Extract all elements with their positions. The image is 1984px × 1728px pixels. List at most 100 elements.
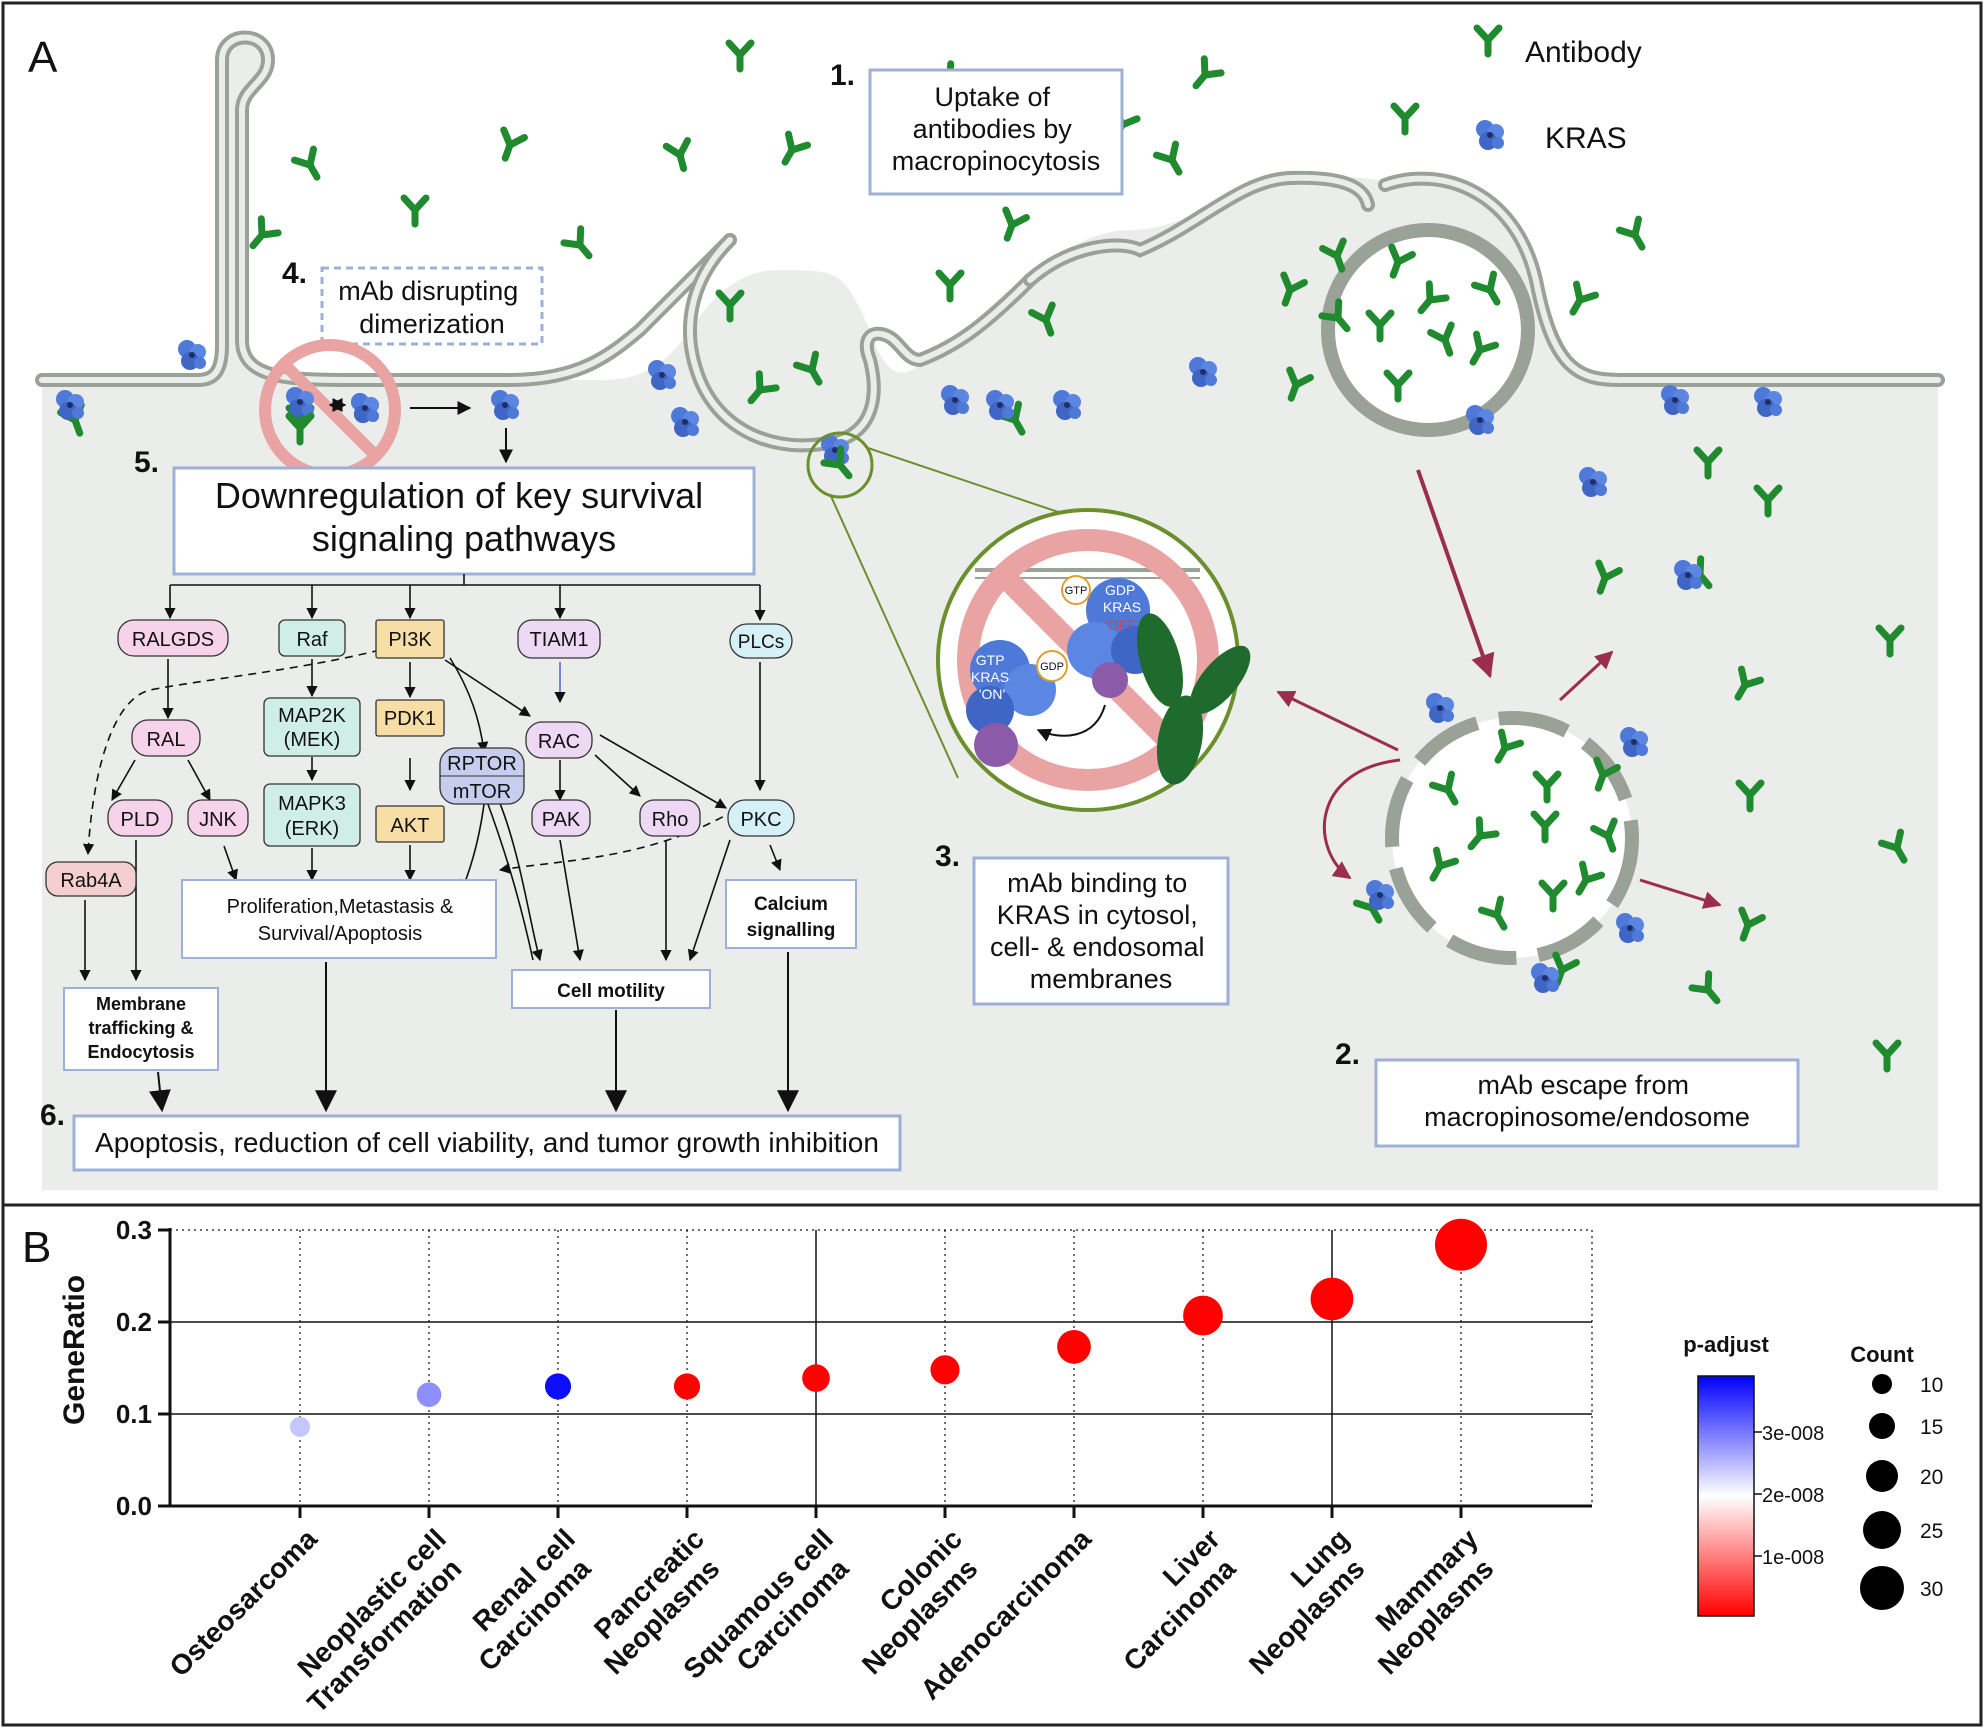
- count-legend-dot: [1869, 1413, 1895, 1439]
- svg-text:GDP KRAS: GDP KRAS: [1103, 582, 1141, 615]
- node-plcs: PLCs: [729, 623, 793, 659]
- svg-text:3e-008: 3e-008: [1762, 1423, 1824, 1445]
- step-5-box: [172, 466, 756, 576]
- count-legend-dot: [1866, 1460, 1898, 1492]
- panel-a-letter: A: [28, 33, 58, 82]
- node-ralgds: RALGDS: [117, 619, 229, 657]
- node-pkc: PKC: [727, 799, 795, 837]
- plasma-membrane-inner: [39, 34, 733, 383]
- svg-text:2e-008: 2e-008: [1762, 1485, 1824, 1507]
- svg-text:GTP KRAS 'ON': GTP KRAS 'ON': [971, 652, 1013, 702]
- step-1-box: [868, 68, 1124, 196]
- p-adjust-colorbar: [1697, 1375, 1755, 1617]
- zoom-line-top: [867, 447, 1089, 523]
- svg-text:GTP: GTP: [1065, 585, 1088, 597]
- y-tick-label: 0.0: [116, 1491, 152, 1521]
- data-point: [1310, 1277, 1354, 1321]
- count-legend-dot: [1872, 1374, 1892, 1394]
- step-2-label: mAb escape from macropinosome/endosome: [1424, 1070, 1750, 1132]
- legend-kras: KRAS: [1476, 120, 1627, 155]
- step-4-box: [320, 266, 544, 346]
- panel-b-letter: B: [22, 1223, 51, 1272]
- y-tick-labels: 0.00.10.20.3: [116, 1215, 152, 1521]
- y-axis-title: GeneRatio: [58, 1275, 91, 1425]
- data-point: [416, 1382, 442, 1407]
- data-point: [673, 1373, 701, 1400]
- node-map2k: MAP2K(MEK): [263, 697, 361, 757]
- step-5-number: 5.: [134, 446, 159, 479]
- escape-arrows: [1276, 469, 1722, 909]
- svg-text:Cell motility: Cell motility: [557, 981, 665, 1002]
- data-point: [1057, 1329, 1091, 1364]
- svg-text:KRAS: KRAS: [1545, 122, 1627, 155]
- svg-text:PLD: PLD: [121, 809, 160, 831]
- panel-b-frame: [1, 1203, 1983, 1727]
- svg-text:AKT: AKT: [391, 815, 430, 837]
- zoom-circle: GDP KRAS 'OFF' GTP KRAS 'ON' GTP GDP: [936, 508, 1251, 812]
- kras-off-state: 'OFF': [1105, 617, 1138, 633]
- antibody-large: [1137, 613, 1251, 785]
- data-point: [930, 1355, 960, 1385]
- svg-text:Raf: Raf: [296, 629, 328, 651]
- count-legend-dot: [1863, 1511, 1901, 1549]
- node-tiam1: TIAM1: [517, 619, 601, 659]
- zoom-line-bottom: [829, 493, 959, 779]
- svg-text:1e-008: 1e-008: [1762, 1547, 1824, 1569]
- svg-text:MAPK3(ERK): MAPK3(ERK): [278, 793, 346, 840]
- node-rho: Rho: [639, 799, 701, 837]
- step-4-number: 4.: [282, 257, 307, 290]
- svg-text:Rab4A: Rab4A: [60, 870, 122, 892]
- step-3-label: mAb binding to KRAS in cytosol, cell- & …: [990, 868, 1212, 994]
- svg-text:Antibody: Antibody: [1525, 36, 1642, 69]
- gdp-badge: [1036, 650, 1068, 682]
- data-point: [802, 1364, 830, 1392]
- svg-text:MAP2K(MEK): MAP2K(MEK): [278, 705, 346, 751]
- step-6-number: 6.: [40, 1099, 65, 1132]
- svg-text:RALGDS: RALGDS: [132, 629, 214, 651]
- data-point: [1183, 1295, 1223, 1336]
- svg-text:PAK: PAK: [542, 809, 581, 831]
- outcome-proliferation: Proliferation,Metastasis &Survival/Apopt…: [181, 879, 497, 959]
- node-rab4a: Rab4A: [45, 861, 137, 897]
- step-1-label: Uptake of antibodies by macropinocytosis: [892, 82, 1101, 176]
- count-legend-label: 15: [1920, 1416, 1943, 1439]
- node-jnk: JNK: [187, 799, 249, 837]
- count-legend-label: 10: [1920, 1374, 1943, 1397]
- node-ral: RAL: [131, 719, 201, 757]
- step-1-number: 1.: [830, 59, 855, 92]
- pathway-nodes: RALGDS Raf PI3K TIAM1 PLCs RAL MAP2K(MEK…: [45, 619, 795, 897]
- node-pld: PLD: [107, 799, 173, 837]
- svg-text:PI3K: PI3K: [388, 629, 432, 651]
- step-2-number: 2.: [1335, 1038, 1360, 1071]
- closing-macropinosome: [1321, 223, 1535, 437]
- step-3-box: [972, 856, 1230, 1006]
- step-6-label: Apoptosis, reduction of cell viability, …: [95, 1127, 879, 1158]
- final-arrows: [148, 952, 799, 1113]
- count-legend-label: 20: [1920, 1466, 1943, 1489]
- step-2-box: [1374, 1058, 1800, 1148]
- plot-axes: [158, 1228, 1592, 1518]
- outcome-motility: Cell motility: [511, 969, 711, 1009]
- svg-text:Rho: Rho: [652, 809, 689, 831]
- data-point: [544, 1373, 572, 1400]
- count-title: Count: [1850, 1342, 1914, 1367]
- svg-text:TIAM1: TIAM1: [530, 629, 589, 651]
- p-adjust-title: p-adjust: [1683, 1332, 1769, 1357]
- count-legend-label: 25: [1920, 1520, 1943, 1543]
- node-raf: Raf: [278, 619, 346, 657]
- y-tick-label: 0.2: [116, 1307, 152, 1337]
- data-points: [290, 1218, 1487, 1437]
- data-point: [1435, 1218, 1487, 1271]
- node-mapk3: MAPK3(ERK): [263, 783, 361, 847]
- svg-text:PDK1: PDK1: [384, 708, 436, 730]
- leaky-endosome: [1385, 711, 1639, 965]
- step-4-label: mAb disrupting dimerization: [338, 276, 526, 339]
- node-pak: PAK: [531, 799, 591, 837]
- node-akt: AKT: [375, 805, 445, 843]
- data-point: [290, 1416, 310, 1437]
